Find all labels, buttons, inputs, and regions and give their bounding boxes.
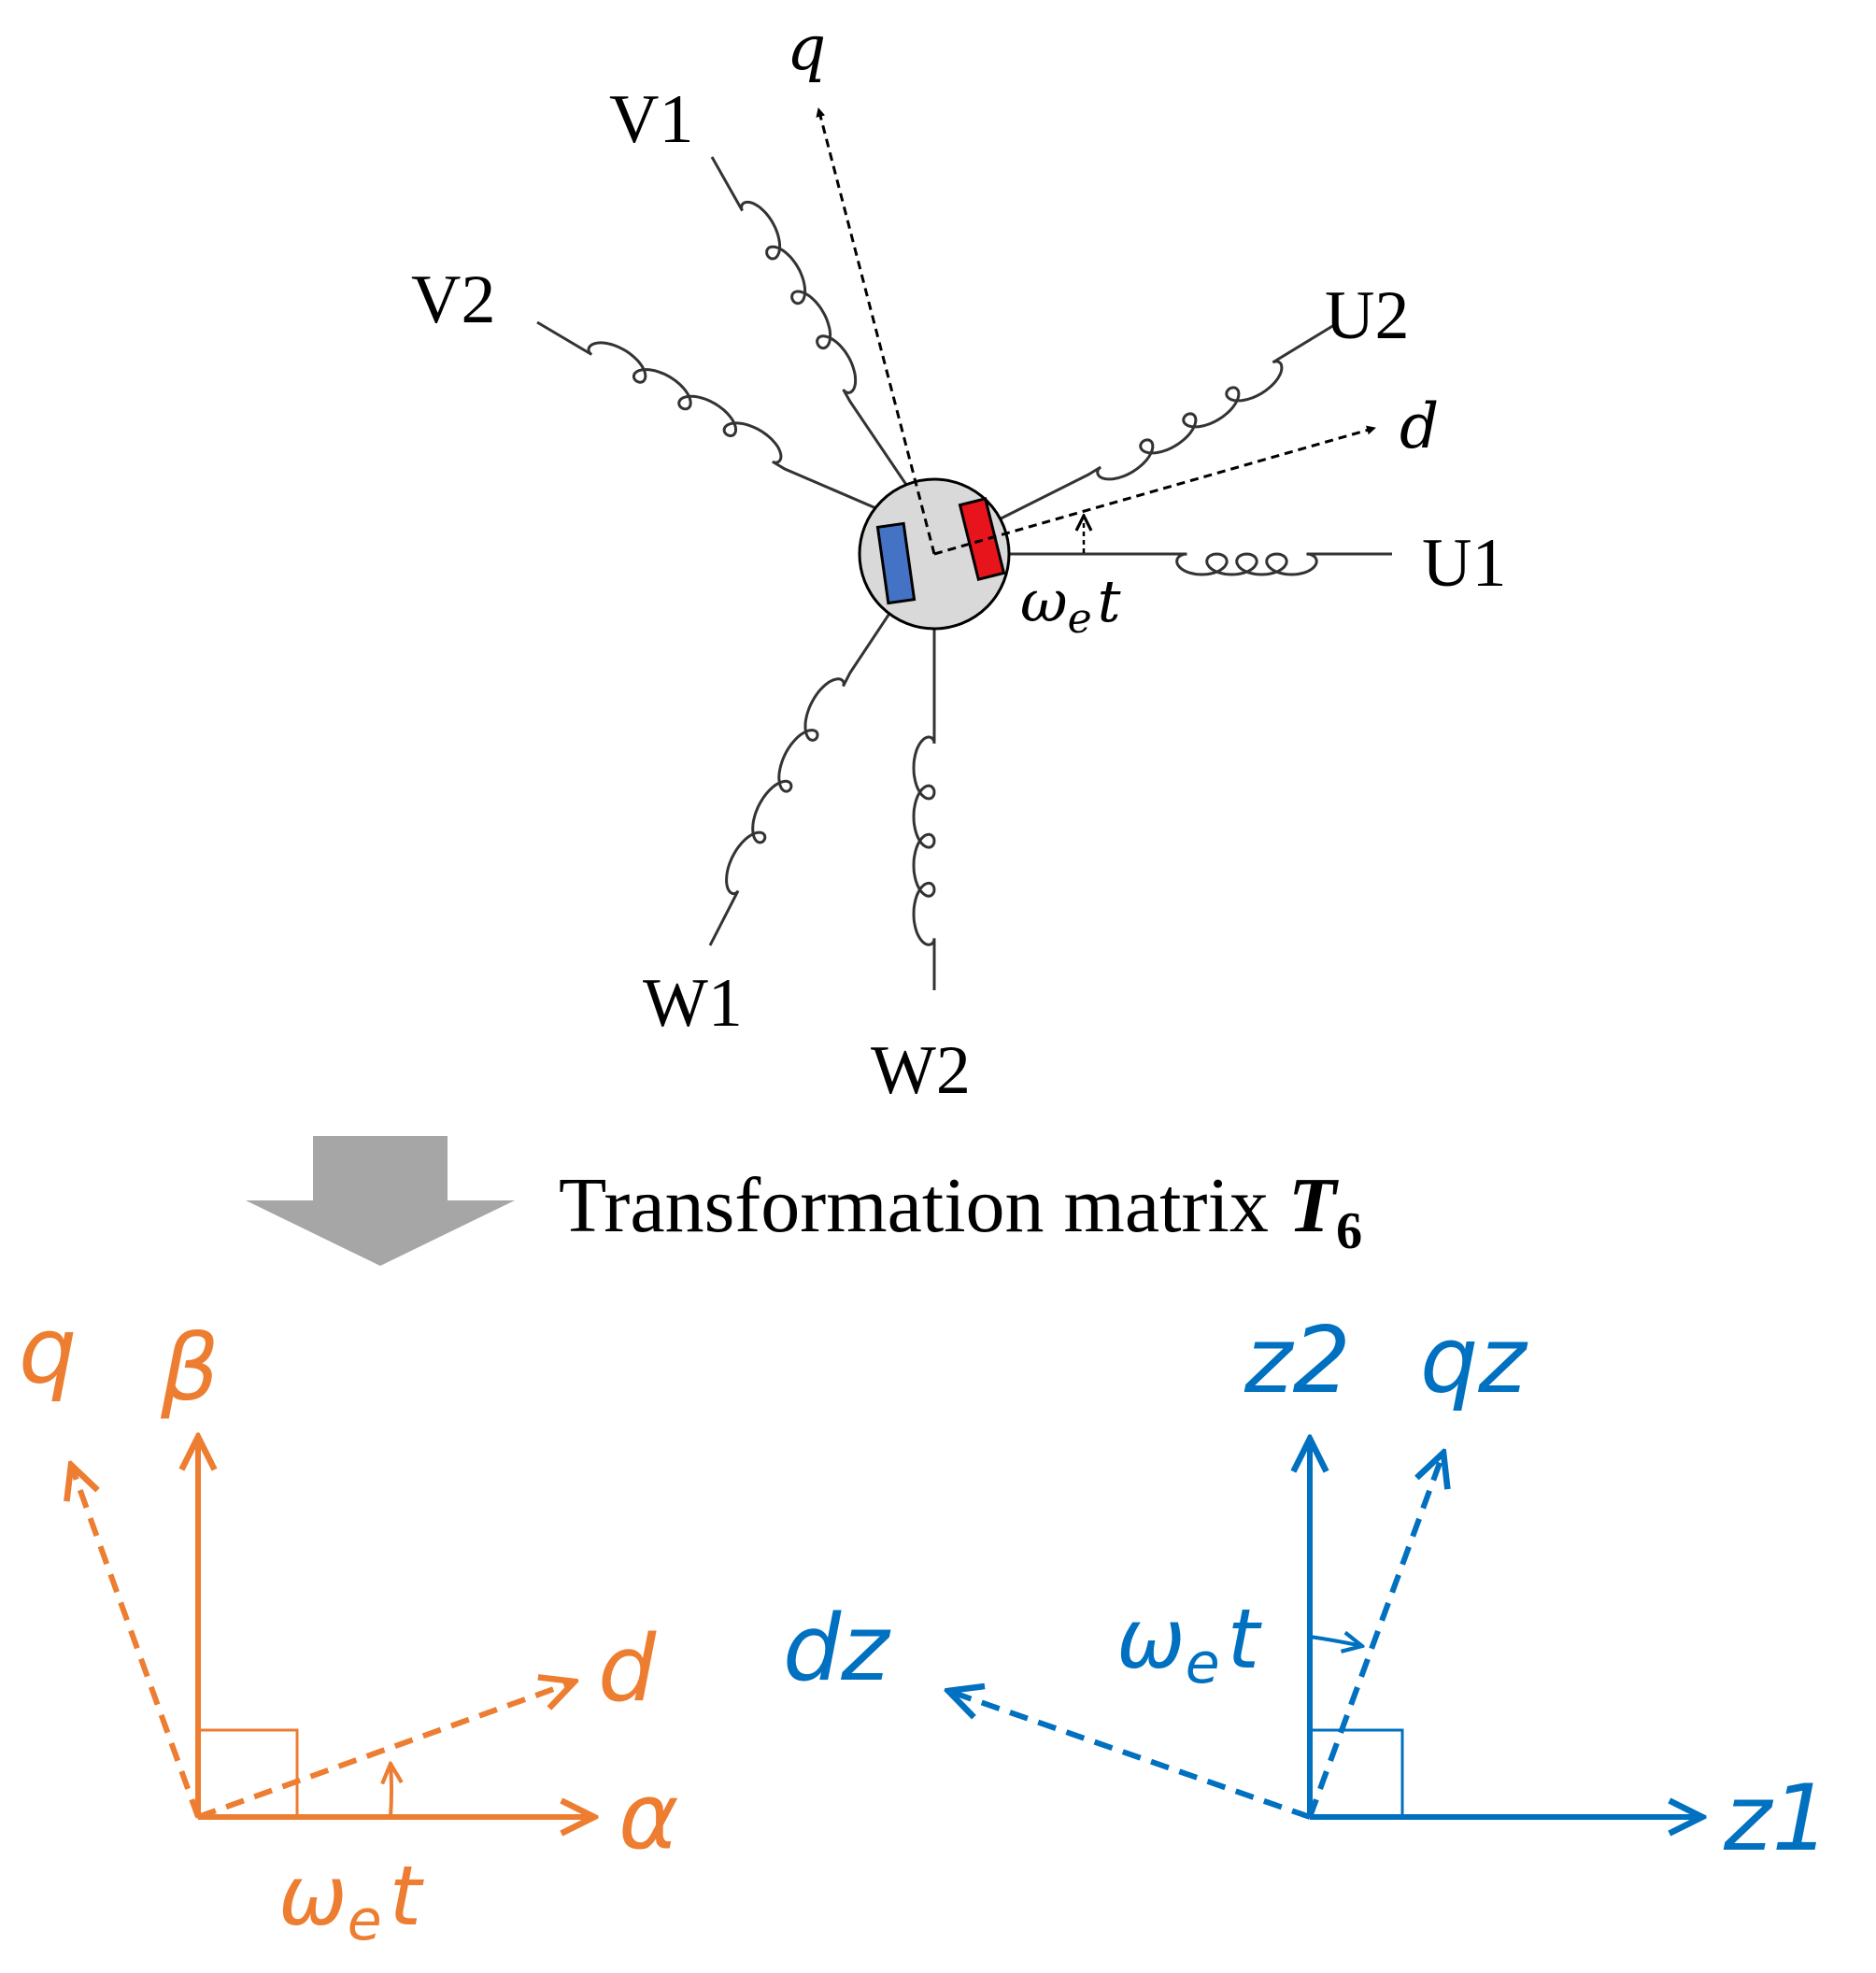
beta-label: β: [160, 1315, 220, 1422]
q-axis-label: q: [787, 12, 826, 84]
d-axis-arrow: [933, 425, 1376, 556]
angle-label: ωet: [278, 1848, 425, 1953]
winding-v1: [710, 156, 908, 486]
z-frame: z1 z2 qz dz ωet: [783, 1308, 1830, 1872]
winding-v2: [536, 320, 876, 510]
down-arrow-icon: [246, 1136, 515, 1266]
rotor-angle-label: ωet: [1020, 567, 1121, 643]
stator-windings: [536, 156, 1392, 990]
angle-arc-arrow: [1309, 1637, 1362, 1646]
qz-label: qz: [1420, 1308, 1528, 1414]
winding-w2: [912, 629, 936, 990]
alpha-label: α: [618, 1764, 679, 1870]
magnet-s-pole: [875, 521, 917, 605]
z1-label: z1: [1723, 1766, 1830, 1872]
d-label: d: [598, 1616, 657, 1723]
transformation-caption: Transformation matrix T6: [559, 1162, 1362, 1260]
q-axis-dashed-arrow: [71, 1465, 201, 1819]
z2-label: z2: [1244, 1308, 1351, 1414]
right-angle-marker: [196, 1728, 299, 1819]
terminal-u1-label: U1: [1422, 525, 1506, 602]
q-axis-arrow: [816, 107, 936, 555]
dz-axis-dashed-arrow: [948, 1691, 1311, 1820]
terminal-w2-label: W2: [871, 1032, 971, 1109]
terminal-v2-label: V2: [411, 262, 495, 338]
winding-u2: [999, 323, 1335, 520]
dz-label: dz: [783, 1596, 891, 1702]
winding-u1: [1009, 552, 1392, 576]
d-axis-dashed-arrow: [196, 1682, 575, 1820]
winding-w1: [708, 613, 891, 946]
right-angle-marker: [1308, 1728, 1404, 1819]
angle-label: ωet: [1116, 1591, 1263, 1696]
alpha-beta-frame: α β q d ωet: [19, 1299, 679, 1953]
terminal-w1-label: W1: [643, 965, 743, 1042]
q-label: q: [19, 1299, 77, 1405]
d-axis-label: d: [1400, 390, 1439, 462]
terminal-u2-label: U2: [1325, 277, 1409, 354]
terminal-v1-label: V1: [609, 81, 693, 158]
qz-axis-dashed-arrow: [1307, 1453, 1443, 1819]
